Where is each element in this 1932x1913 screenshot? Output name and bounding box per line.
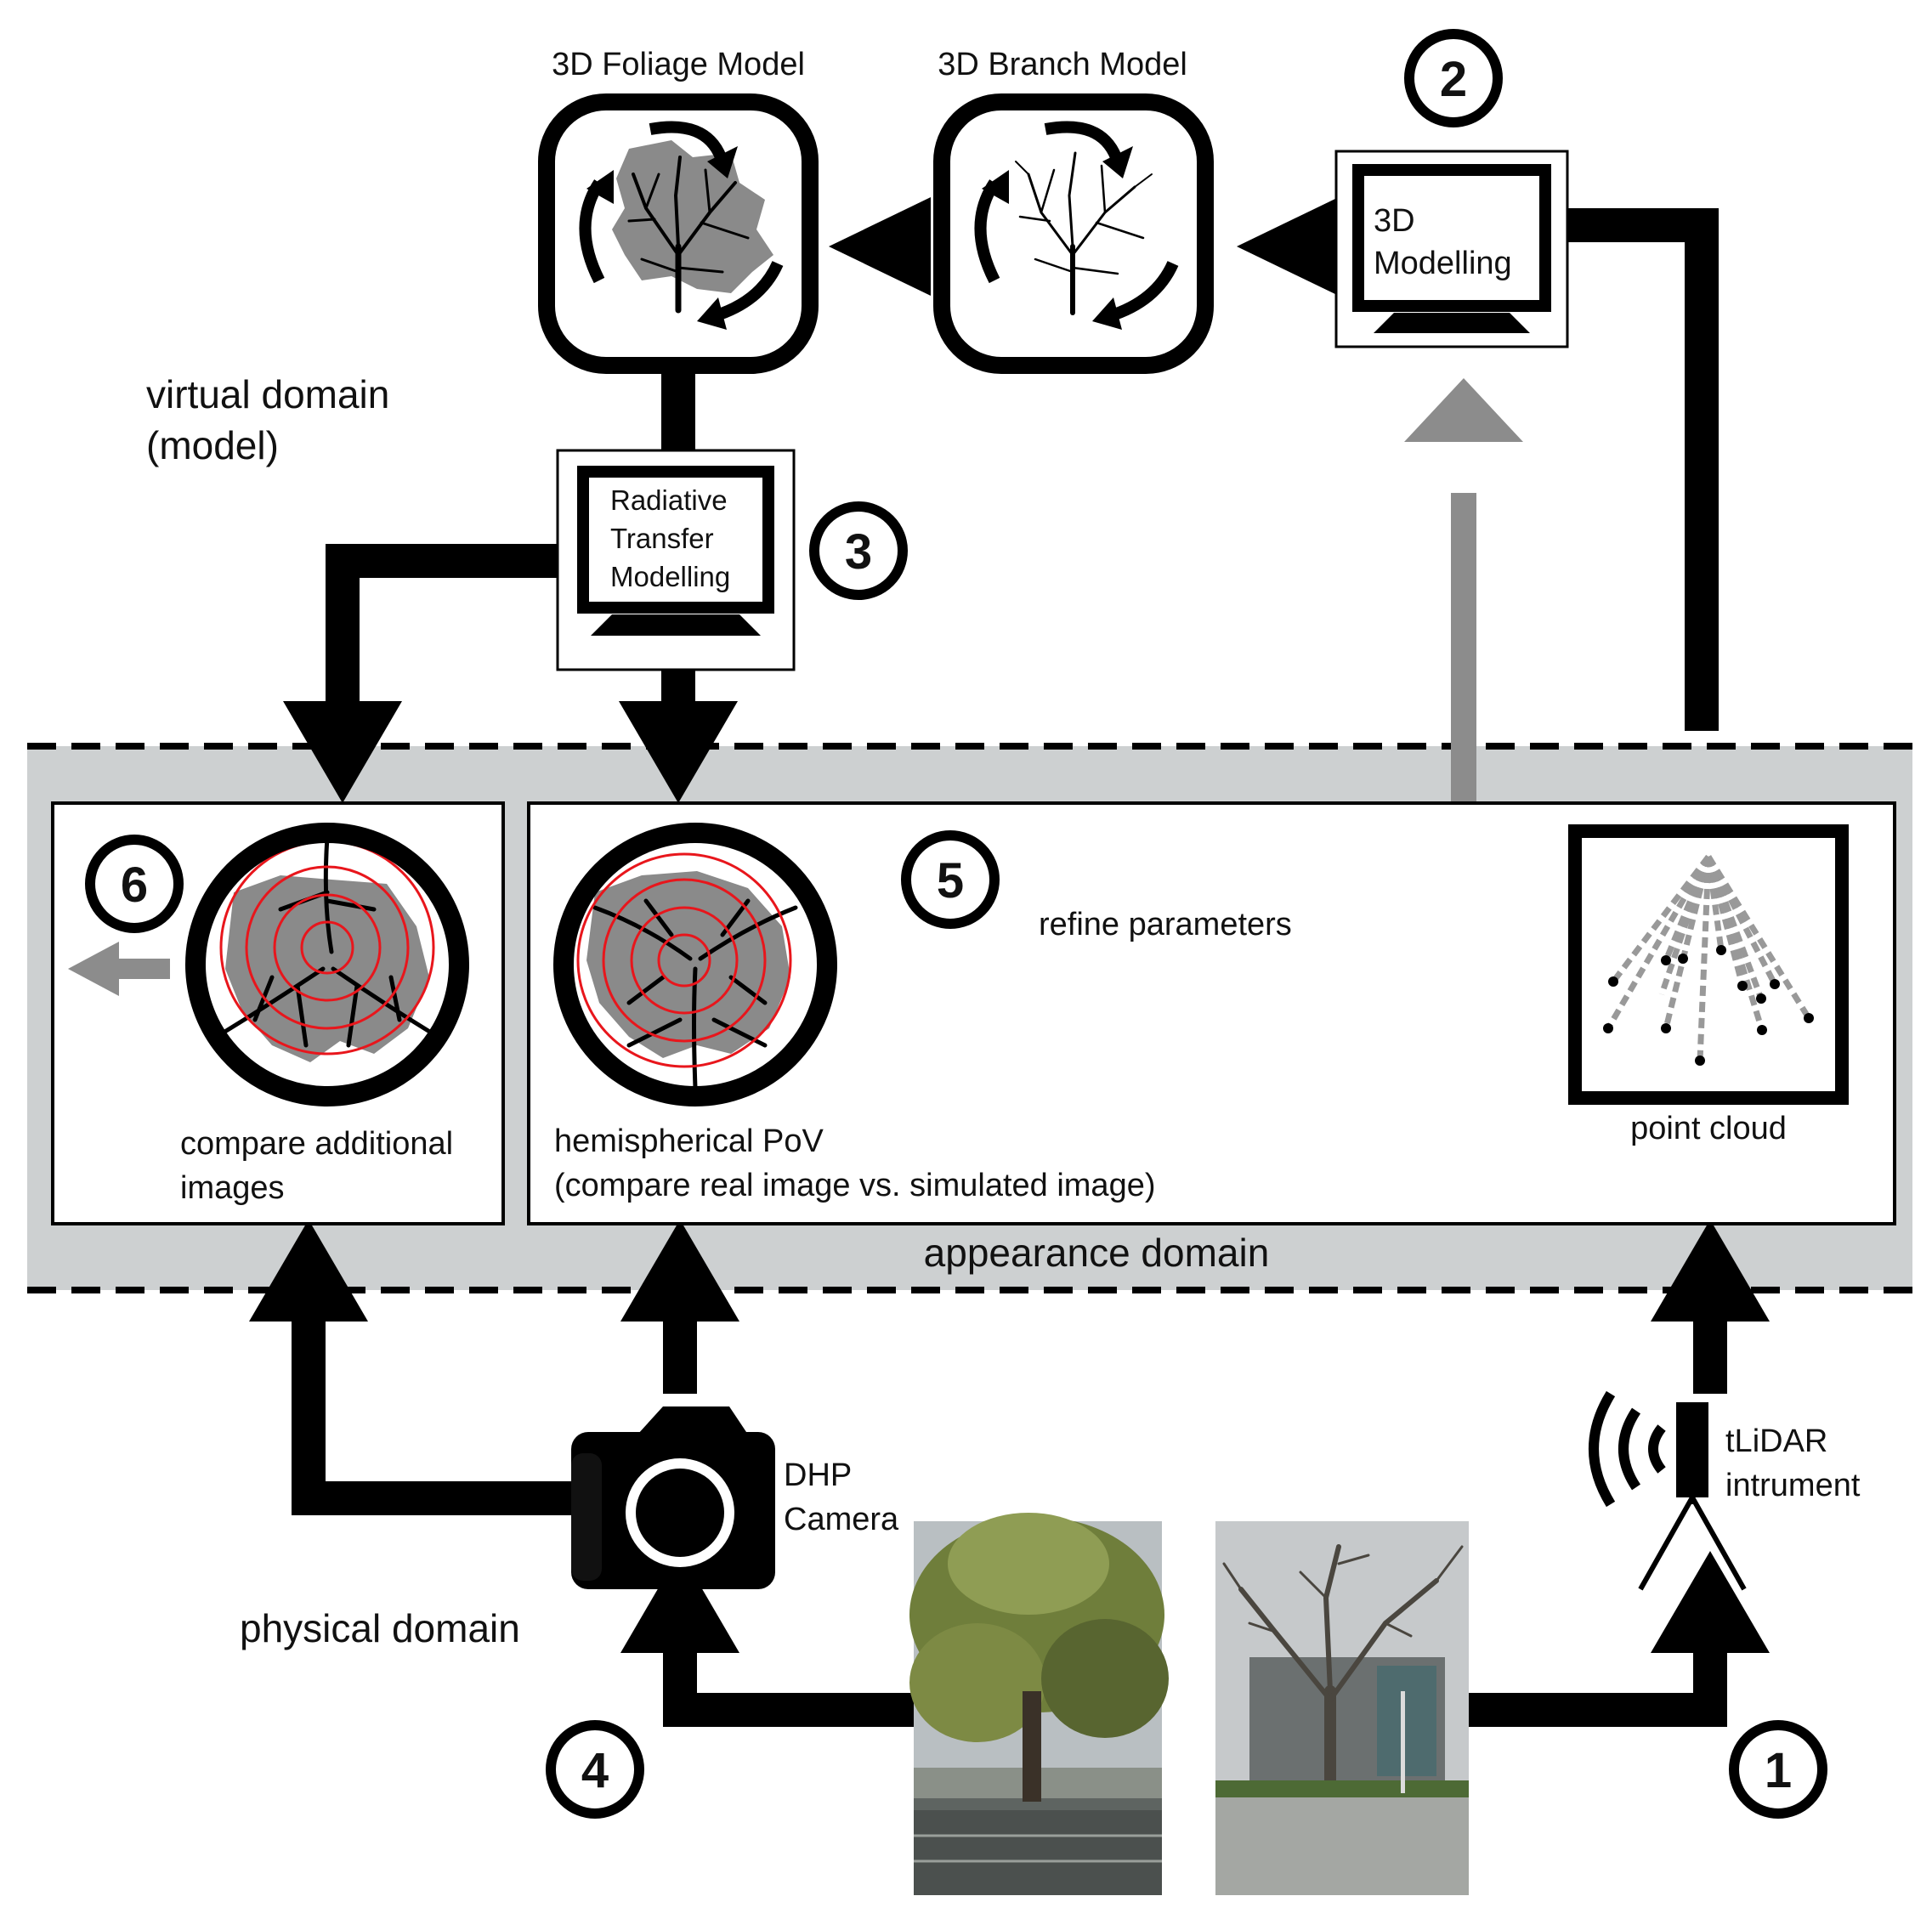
- connector-rt-to-compare: [326, 544, 558, 710]
- lidar-label-line2: intrument: [1725, 1468, 1861, 1503]
- physical-domain-label: physical domain: [240, 1606, 520, 1650]
- arrowhead-to-foliage: [829, 197, 931, 296]
- bare-tree-photo-icon: [1215, 1521, 1469, 1895]
- black-arrowheads: [249, 197, 1770, 1653]
- svg-text:1: 1: [1765, 1743, 1792, 1798]
- modelling-monitor-line2: Modelling: [1374, 246, 1512, 281]
- point-cloud-rays: [1605, 854, 1811, 1061]
- rt-monitor-line1: Radiative: [610, 484, 728, 516]
- modelling-monitor-line1: 3D: [1374, 203, 1415, 239]
- camera-label-line2: Camera: [784, 1502, 899, 1537]
- svg-text:2: 2: [1440, 52, 1467, 107]
- point-cloud-box: point cloud: [1568, 824, 1849, 1146]
- step-badge-1: 1: [1729, 1720, 1827, 1819]
- modelling-monitor-stand: [1374, 313, 1530, 333]
- rt-monitor-screen: [577, 466, 774, 614]
- lidar-head: [1676, 1402, 1708, 1497]
- hemi-label-line2: (compare real image vs. simulated image): [554, 1168, 1156, 1203]
- branch-model-box: [933, 93, 1214, 374]
- connector-pointcloud-to-modelling: [1568, 208, 1719, 731]
- step-badge-2: 2: [1404, 29, 1503, 127]
- refine-arrowhead: [1404, 378, 1523, 442]
- point-cloud-frame: [1568, 824, 1849, 1105]
- camera-prism: [637, 1406, 748, 1435]
- point-cloud-label: point cloud: [1630, 1111, 1787, 1146]
- arrowhead-up-camera: [620, 1551, 739, 1653]
- lidar-label-line1: tLiDAR: [1725, 1423, 1827, 1459]
- branch-tree-skeleton: [1015, 151, 1153, 315]
- compare-canopy: [225, 875, 429, 1062]
- hemi-view: [553, 823, 837, 1106]
- compare-step-badge-6: 6: [85, 835, 184, 933]
- modelling-monitor: 3D Modelling: [1334, 150, 1569, 348]
- virtual-domain-label-line2: (model): [146, 423, 279, 467]
- hemi-branches: [592, 898, 798, 1090]
- step-badge-4: 4: [546, 1720, 644, 1819]
- step-badges: 1 2 3 4: [546, 29, 1827, 1819]
- hemi-step-badge-5: 5: [901, 830, 1000, 929]
- hemi-red-rings: [576, 852, 792, 1068]
- compare-hemi-view: [185, 823, 469, 1106]
- virtual-domain-label-line1: virtual domain: [146, 372, 389, 416]
- svg-text:6: 6: [121, 857, 148, 913]
- foliage-cycle-heads: [586, 146, 738, 330]
- arrowhead-up-compare: [249, 1220, 368, 1322]
- branch-model-title: 3D Branch Model: [938, 47, 1187, 82]
- camera-label-line1: DHP: [784, 1457, 852, 1493]
- foliage-canopy-shape: [612, 140, 773, 293]
- hemi-label-line1: hemispherical PoV: [554, 1123, 824, 1159]
- foliage-tree-branches: [627, 156, 750, 314]
- arrowhead-to-hemi: [619, 701, 738, 803]
- camera-lens: [636, 1469, 724, 1557]
- arrowhead-up-hemi: [620, 1220, 739, 1322]
- rt-monitor: Radiative Transfer Modelling: [556, 449, 796, 671]
- compare-red-rings: [219, 840, 435, 1056]
- rt-monitor-stand: [591, 614, 761, 636]
- hemi-fisheye-rim: [553, 823, 837, 1106]
- compare-label-line2: images: [180, 1170, 285, 1206]
- hemispherical-panel: 5 refine parameters hemispherical PoV (c…: [527, 801, 1896, 1225]
- svg-text:3: 3: [845, 524, 872, 580]
- rt-monitor-line3: Modelling: [610, 561, 730, 592]
- foliage-model-box: [538, 93, 819, 374]
- branch-cycle-heads: [982, 146, 1133, 330]
- refine-parameters-label: refine parameters: [1039, 907, 1292, 942]
- hemi-canopy: [586, 871, 790, 1058]
- camera-grip: [571, 1453, 602, 1581]
- connector-tree-to-lidar: [1469, 1632, 1727, 1727]
- arrowhead-up-pointcloud: [1651, 1220, 1770, 1322]
- svg-text:4: 4: [581, 1743, 609, 1798]
- compare-fisheye-rim: [185, 823, 469, 1106]
- compare-label-line1: compare additional: [180, 1126, 453, 1162]
- leafy-tree-photo-icon: [909, 1513, 1169, 1895]
- connector-camera-to-compare: [292, 1305, 571, 1515]
- lidar-signal-waves: [1589, 1390, 1666, 1508]
- step-badge-3: 3: [809, 501, 908, 600]
- arrowhead-to-compare: [283, 701, 402, 803]
- svg-text:5: 5: [937, 853, 964, 908]
- compare-additional-panel: 6 compare additional images: [51, 801, 505, 1225]
- compare-exit-arrow: [68, 942, 170, 996]
- appearance-domain-label: appearance domain: [924, 1231, 1270, 1275]
- rt-monitor-line2: Transfer: [610, 523, 714, 554]
- arrowhead-to-branch: [1237, 197, 1339, 296]
- foliage-model-title: 3D Foliage Model: [552, 47, 805, 82]
- lidar-scanner-icon: tLiDAR intrument: [1589, 1390, 1861, 1591]
- point-cloud-points: [1603, 945, 1814, 1066]
- camera-icon: DHP Camera: [571, 1406, 899, 1589]
- modelling-monitor-screen: [1352, 164, 1551, 312]
- lidar-tripod: [1638, 1496, 1747, 1591]
- connector-tree-to-camera: [663, 1636, 914, 1727]
- black-connectors: [292, 208, 1727, 1727]
- arrowhead-up-lidar: [1651, 1551, 1770, 1653]
